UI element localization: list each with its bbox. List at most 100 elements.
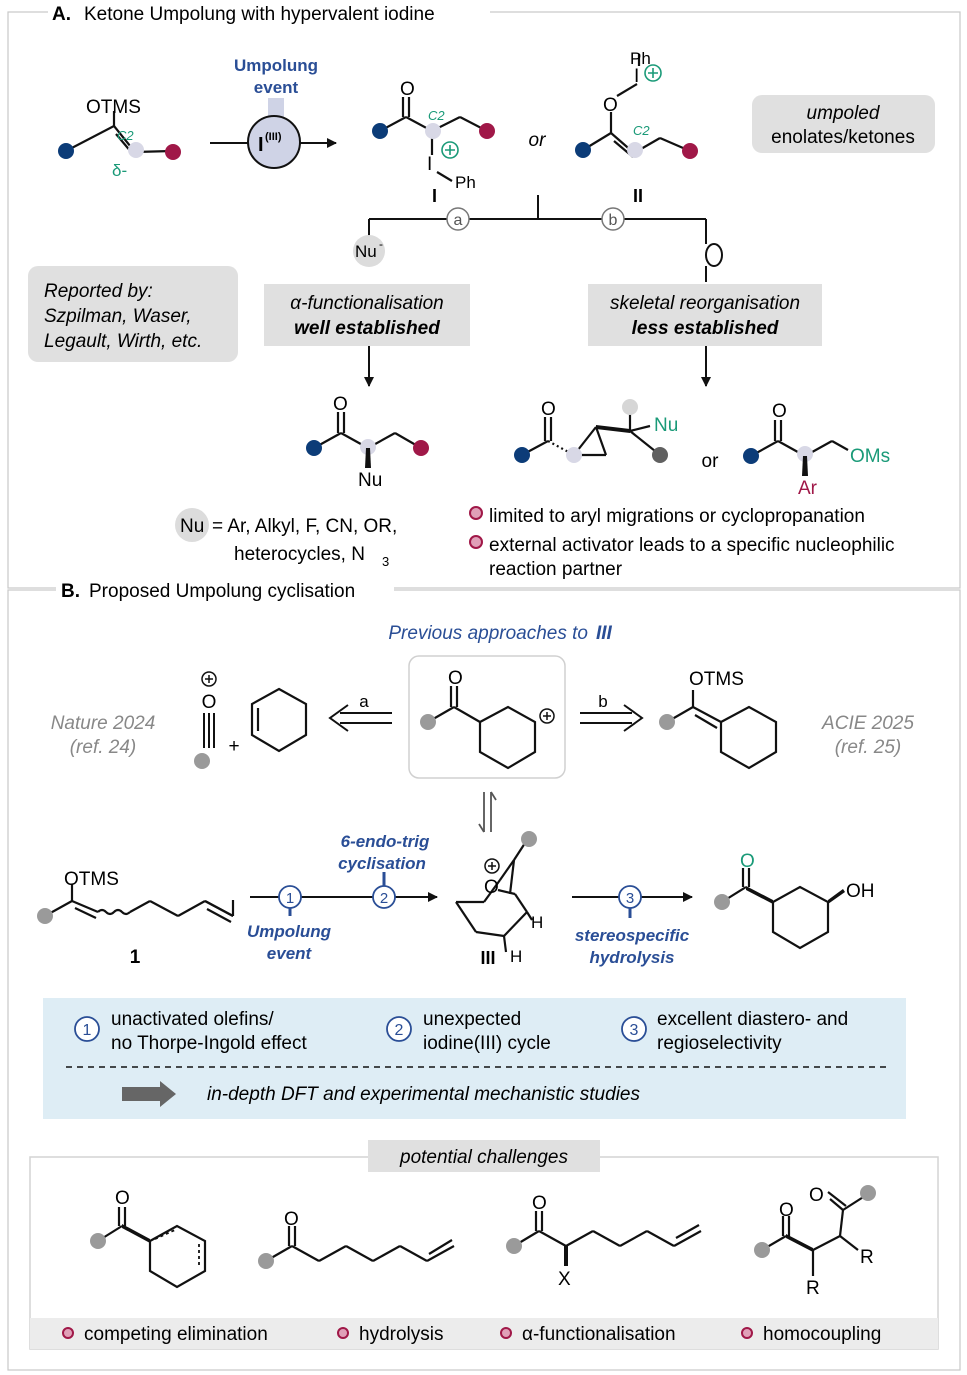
- intermediate-ii-label: II: [633, 186, 643, 206]
- feature-3-line-2: regioselectivity: [657, 1033, 782, 1054]
- oh-label: OH: [846, 881, 875, 902]
- nu-label: Nu: [358, 470, 382, 491]
- hydrolysis-word: hydrolysis: [589, 948, 674, 967]
- dark-grey-dot: [652, 447, 668, 463]
- reported-by-line-2: Szpilman, Waser,: [44, 306, 191, 327]
- iodine-label: I: [427, 154, 432, 175]
- skeletal-reorganisation-title: skeletal reorganisation: [610, 293, 800, 314]
- c2-highlight: [566, 447, 582, 463]
- arrow-b-label: b: [598, 692, 607, 711]
- c2-highlight: [128, 142, 144, 158]
- nature-ref-year: Nature 2024: [51, 713, 156, 734]
- ph-label: Ph: [455, 173, 476, 192]
- feature-2-line-1: unexpected: [423, 1009, 521, 1030]
- plus-charge: [644, 64, 662, 82]
- red-dot: [682, 143, 698, 159]
- wedge-bond: [786, 1234, 813, 1252]
- grey-dot: [90, 1233, 106, 1249]
- nu-eq-nu: Nu: [180, 516, 204, 537]
- alpha-functionalisation-box: [264, 284, 470, 346]
- bullet-2: external activator leads to a specific n…: [489, 535, 895, 556]
- oxygen-label: O: [448, 668, 463, 689]
- nu-eq-list: = Ar, Alkyl, F, CN, OR,: [212, 516, 397, 537]
- feature-1-line-2: no Thorpe-Ingold effect: [111, 1033, 307, 1054]
- acie-ref-year: ACIE 2025: [821, 713, 914, 734]
- otms-label: OTMS: [64, 869, 119, 890]
- less-established: less established: [632, 318, 779, 339]
- oxygen-label: O: [284, 1209, 299, 1230]
- challenges-label-bar: [30, 1318, 938, 1349]
- bullet-dot: [62, 1327, 74, 1339]
- endo-trig-word: 6-endo-trig: [341, 832, 430, 851]
- feature-3-circle: [621, 1016, 647, 1042]
- feature-2-circle: [386, 1016, 412, 1042]
- c2-highlight: [360, 439, 376, 455]
- bullet-2-cont: reaction partner: [489, 559, 623, 580]
- reported-by-box: [28, 266, 238, 362]
- plus-charge: [539, 708, 555, 724]
- silyl-enol-ether: [666, 690, 778, 770]
- ph-label: Ph: [630, 49, 651, 68]
- umpolung-word: Umpolung: [234, 56, 318, 75]
- oxygen-label: O: [400, 79, 415, 100]
- c2-label: C2: [633, 123, 650, 138]
- feature-1-line-1: unactivated olefins/: [111, 1009, 274, 1030]
- plus-sign: [543, 712, 551, 720]
- r-label: R: [860, 1247, 874, 1268]
- loop-symbol: [705, 243, 723, 267]
- blue-dot: [514, 447, 530, 463]
- oxygen-label: O: [740, 851, 755, 872]
- or-word: or: [702, 451, 720, 472]
- branch-b-label: b: [609, 212, 618, 229]
- challenge-hydrolysis-structure: [265, 1226, 455, 1262]
- blue-dot: [743, 448, 759, 464]
- umpoled-box: [752, 95, 935, 153]
- plus-sign: +: [228, 736, 239, 757]
- grey-dot: [860, 1185, 876, 1201]
- iodine-label: I: [634, 66, 639, 87]
- feature-2-line-2: iodine(III) cycle: [423, 1033, 551, 1054]
- grey-dot: [714, 894, 730, 910]
- nu-bubble: [175, 508, 209, 542]
- feature-3-line-1: excellent diastero- and: [657, 1009, 848, 1030]
- equilibrium-arrows: [478, 791, 497, 833]
- nu-label: Nu: [654, 415, 678, 436]
- feature-1-circle: [74, 1016, 100, 1042]
- grey-dot: [506, 1238, 522, 1254]
- step-3-number: 3: [626, 890, 634, 907]
- bullet-dot: [469, 506, 483, 520]
- target-box: [408, 655, 566, 779]
- or-word: or: [529, 130, 547, 151]
- section-a-title: Ketone Umpolung with hypervalent iodine: [84, 4, 435, 25]
- challenge-elimination-structure: [97, 1207, 207, 1289]
- x-label: X: [558, 1269, 571, 1290]
- feature-2-number: 2: [395, 1022, 404, 1039]
- cyclisation-word: cyclisation: [338, 854, 426, 873]
- c2-label: C2: [428, 108, 445, 123]
- red-dot: [165, 144, 181, 160]
- alpha-functionalisation-title: α-functionalisation: [290, 293, 443, 314]
- grey-dot: [521, 831, 537, 847]
- ar-label: Ar: [798, 478, 818, 499]
- well-established: well established: [294, 318, 440, 339]
- wedge-bond: [802, 456, 808, 476]
- oxygen-label: O: [115, 1188, 130, 1209]
- bullet-dot: [500, 1327, 512, 1339]
- reagent-stem: [268, 98, 284, 120]
- reagent-i: I: [258, 134, 264, 156]
- oxygen-label: O: [532, 1193, 547, 1214]
- step-3-circle: [618, 885, 642, 909]
- dft-statement: in-depth DFT and experimental mechanisti…: [207, 1084, 640, 1105]
- bullet-dot: [469, 535, 483, 549]
- compound-iii-label: III: [480, 948, 495, 968]
- branch-b-circle: [601, 207, 625, 231]
- grey-dot: [37, 908, 53, 924]
- section-a-title-bg: [48, 2, 490, 24]
- acie-ref-num: (ref. 25): [835, 737, 902, 758]
- challenge-2: hydrolysis: [359, 1324, 443, 1345]
- oxygen-label: O: [779, 1200, 794, 1221]
- blue-dot: [575, 142, 591, 158]
- section-b-letter: B.: [61, 581, 80, 602]
- plus-sign: [488, 862, 496, 870]
